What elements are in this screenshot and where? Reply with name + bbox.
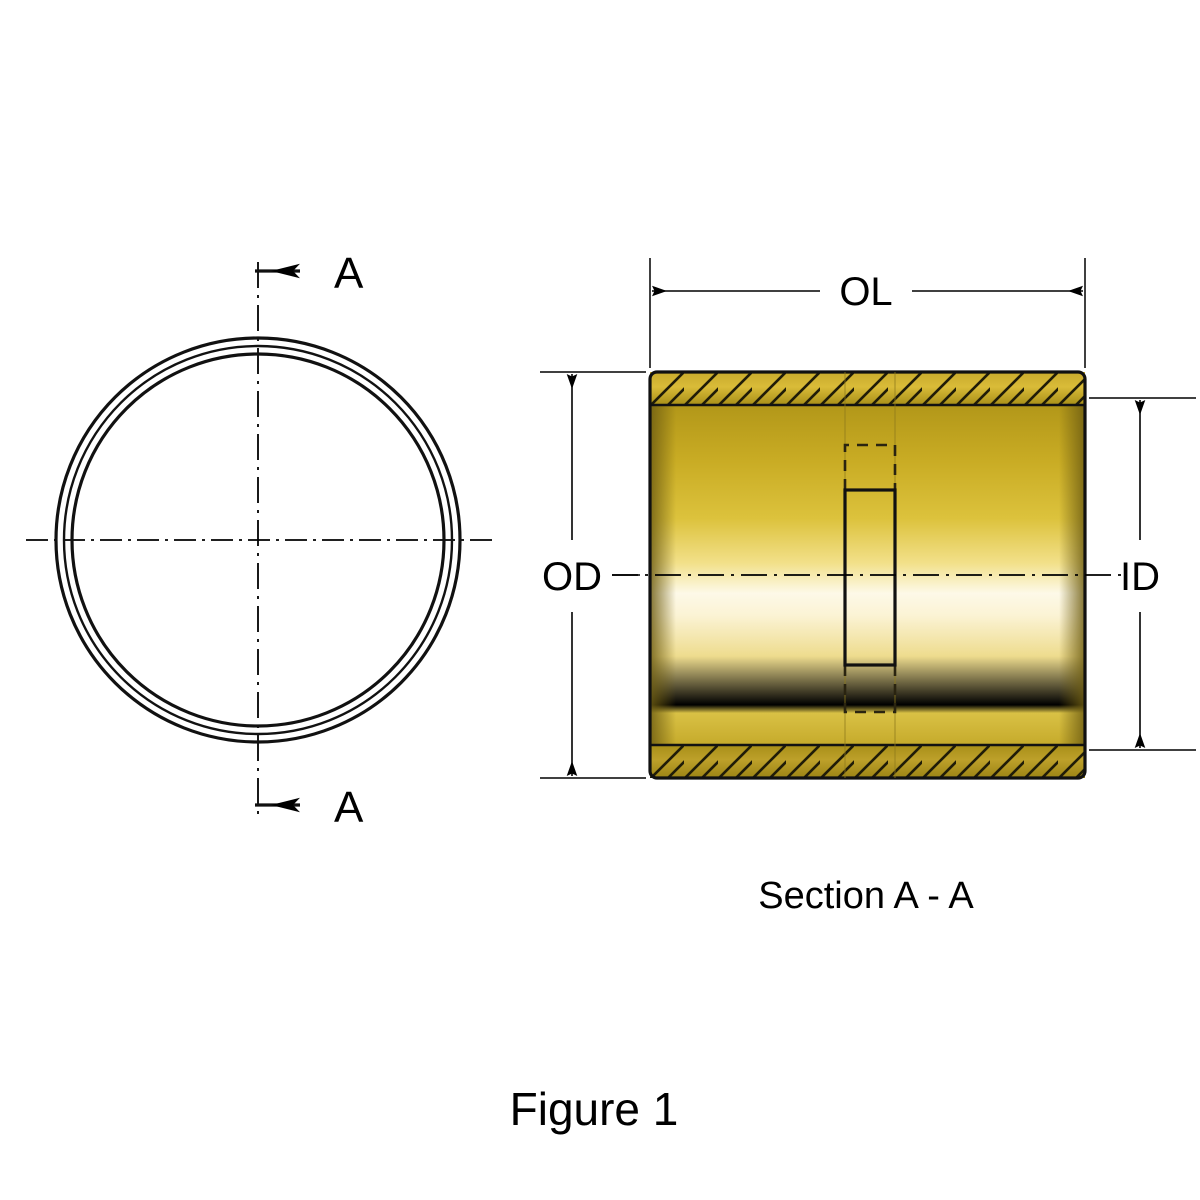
section-letter-bottom: A <box>334 783 364 832</box>
oil-hole-slot <box>843 488 897 667</box>
oil-hole-hidden-outline-bottom <box>843 665 897 714</box>
section-hatch-top-wall <box>650 372 1085 405</box>
od-label: OD <box>542 555 602 599</box>
dimension-ol: OL <box>649 258 1086 368</box>
end-view-outer-circle <box>54 336 462 744</box>
section-letter-top: A <box>334 249 364 298</box>
end-view: A A <box>26 249 492 832</box>
oil-hole-hidden-outline-top <box>843 443 897 490</box>
ol-label: OL <box>839 270 892 314</box>
oil-hole-feature <box>843 443 897 714</box>
end-view-inner-circle <box>70 352 446 728</box>
figure-caption: Figure 1 <box>510 1083 679 1135</box>
section-view-a-a: OL OD ID <box>540 258 1196 917</box>
end-view-wall-circle <box>62 344 454 736</box>
dimension-id: ID <box>1089 397 1196 751</box>
bushing-barrel-fill <box>650 372 1085 778</box>
dimension-od: OD <box>540 371 646 779</box>
section-hatch-bottom-wall <box>650 745 1085 778</box>
section-view-caption: Section A - A <box>758 875 974 917</box>
id-label: ID <box>1120 555 1160 599</box>
